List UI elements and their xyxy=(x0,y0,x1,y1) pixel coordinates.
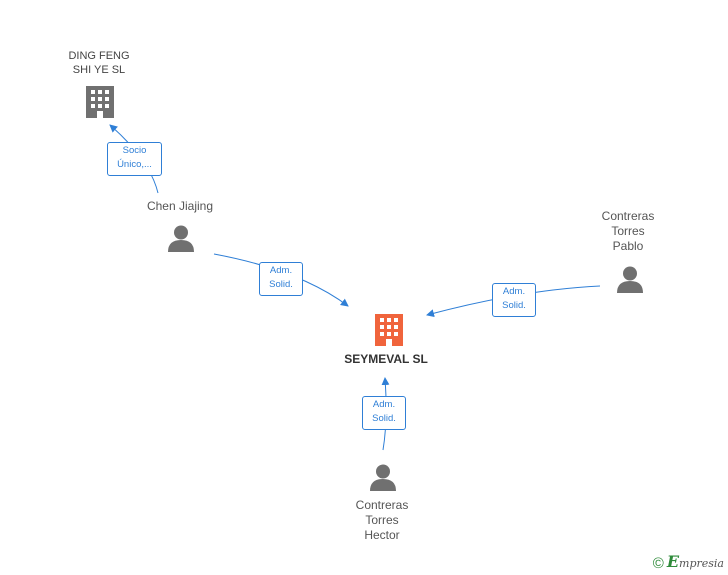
copyright-icon: © xyxy=(652,555,664,572)
edge-label-hector-seymeval[interactable]: Adm. Solid. xyxy=(362,396,406,430)
person-icon-hector[interactable] xyxy=(370,464,396,492)
brand-name: mpresia xyxy=(679,557,724,570)
main-building-icon[interactable] xyxy=(375,314,403,346)
edge-label-line2: Solid. xyxy=(269,279,293,290)
edge-label-line2: Único,... xyxy=(117,159,152,170)
person-icon-pablo[interactable] xyxy=(617,266,643,294)
hector-line3: Hector xyxy=(364,528,400,542)
pablo-line1: Contreras xyxy=(601,209,655,223)
edge-label-chen-seymeval[interactable]: Adm. Solid. xyxy=(259,262,303,296)
chen-name: Chen Jiajing xyxy=(146,199,214,213)
node-label-pablo[interactable]: Contreras Torres Pablo xyxy=(588,209,668,254)
node-label-ding-feng[interactable]: DING FENG SHI YE SL xyxy=(55,49,143,77)
edge-label-chen-ding-feng[interactable]: Socio Único,... xyxy=(107,142,162,176)
edge-label-line2: Solid. xyxy=(502,300,526,311)
ding-feng-line2: SHI YE SL xyxy=(72,64,126,76)
edge-label-pablo-seymeval[interactable]: Adm. Solid. xyxy=(492,283,536,317)
pablo-line2: Torres xyxy=(611,224,645,238)
brand-logo-initial: E xyxy=(666,552,680,571)
pablo-line3: Pablo xyxy=(612,239,644,253)
node-label-seymeval[interactable]: SEYMEVAL SL xyxy=(330,352,442,367)
ding-feng-line1: DING FENG xyxy=(68,50,130,62)
person-icon-chen[interactable] xyxy=(168,225,194,253)
hector-line2: Torres xyxy=(365,513,399,527)
hector-line1: Contreras xyxy=(355,498,409,512)
node-label-hector[interactable]: Contreras Torres Hector xyxy=(342,498,422,543)
edge-label-line1: Adm. xyxy=(372,399,396,410)
edge-label-line1: Socio xyxy=(122,145,147,156)
edge-label-line1: Adm. xyxy=(502,286,526,297)
edge-label-line2: Solid. xyxy=(372,413,396,424)
seymeval-name: SEYMEVAL SL xyxy=(344,352,428,366)
building-icon[interactable] xyxy=(86,86,114,118)
footer-brand[interactable]: ©Empresia xyxy=(653,552,724,572)
node-label-chen[interactable]: Chen Jiajing xyxy=(130,199,230,214)
edge-label-line1: Adm. xyxy=(269,265,293,276)
